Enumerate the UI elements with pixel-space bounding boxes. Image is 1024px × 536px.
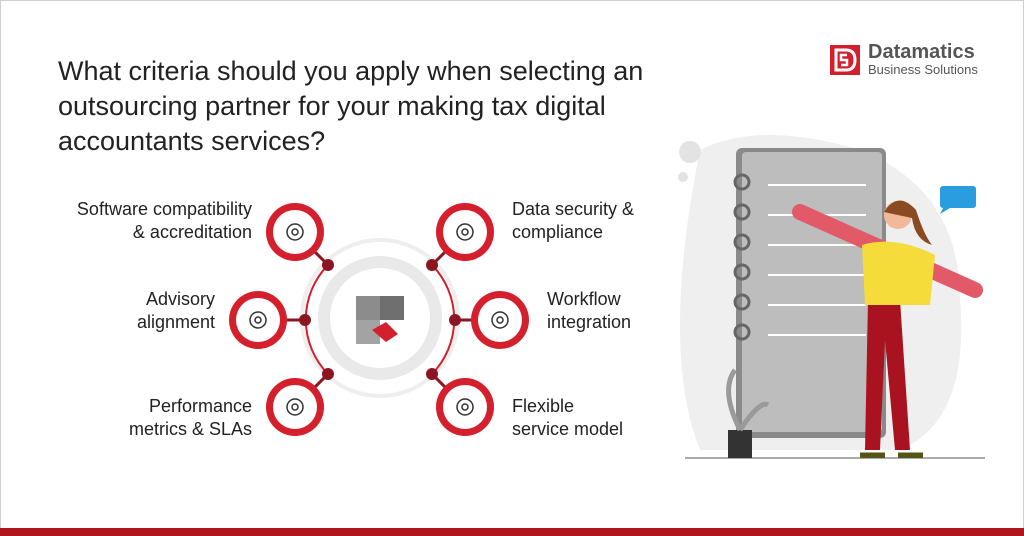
criterion-label-line: compliance xyxy=(512,222,604,242)
woman-notebook-illustration xyxy=(678,135,985,459)
software-gear-icon xyxy=(286,223,304,241)
advisory-cycle-icon xyxy=(249,311,267,329)
node-inner xyxy=(443,210,487,254)
criterion-label-line: alignment xyxy=(136,312,215,332)
node-inner xyxy=(273,385,317,429)
node-inner xyxy=(236,298,280,342)
criterion-label: Flexible service model xyxy=(512,395,623,441)
connector-dot xyxy=(426,368,438,380)
criterion-label: Advisory alignment xyxy=(137,288,215,334)
briefcase-stars-icon xyxy=(456,398,474,416)
shield-lock-icon xyxy=(456,223,474,241)
criterion-label: Performance metrics & SLAs xyxy=(129,395,252,441)
node-inner xyxy=(478,298,522,342)
datamatics-logo: Datamatics Business Solutions xyxy=(830,42,978,77)
criterion-label-line: metrics & SLAs xyxy=(128,419,252,439)
node-inner xyxy=(443,385,487,429)
criterion-node xyxy=(266,368,334,436)
logo-name: Datamatics xyxy=(868,41,975,63)
logo-tagline: Business Solutions xyxy=(868,62,978,77)
connector-dot xyxy=(322,368,334,380)
criterion-node xyxy=(426,203,494,271)
bottom-accent-bar xyxy=(0,528,1024,536)
criterion-label-line: service model xyxy=(512,419,624,439)
criterion-label: Workflow integration xyxy=(547,288,631,334)
connector-dot xyxy=(299,314,311,326)
criterion-label-line: Workflow xyxy=(547,289,621,309)
criterion-node xyxy=(229,291,311,349)
criterion-label-line: & accreditation xyxy=(132,222,252,242)
criterion-label-line: Flexible xyxy=(512,396,575,416)
criterion-label-line: integration xyxy=(547,312,632,332)
node-inner xyxy=(273,210,317,254)
connector-dot xyxy=(426,259,438,271)
puzzle-icon xyxy=(356,296,404,344)
page-title: What criteria should you apply when sele… xyxy=(58,56,644,156)
criterion-node xyxy=(426,368,494,436)
criterion-label-line: Software compatibility xyxy=(76,199,252,219)
criterion-node xyxy=(266,203,334,271)
criterion-label-line: Advisory xyxy=(145,289,215,309)
connector-dot xyxy=(322,259,334,271)
connector-dot xyxy=(449,314,461,326)
central-hub xyxy=(300,238,460,398)
gear-person-icon xyxy=(491,311,509,329)
criterion-label-line: Performance xyxy=(148,396,252,416)
criterion-node xyxy=(449,291,529,349)
criterion-label-line: Data security & xyxy=(512,199,635,219)
gauge-icon xyxy=(286,398,304,416)
datamatics-logo-icon xyxy=(830,44,860,75)
criterion-label: Software compatibility & accreditation xyxy=(77,198,252,244)
criterion-label: Data security & compliance xyxy=(512,198,634,244)
